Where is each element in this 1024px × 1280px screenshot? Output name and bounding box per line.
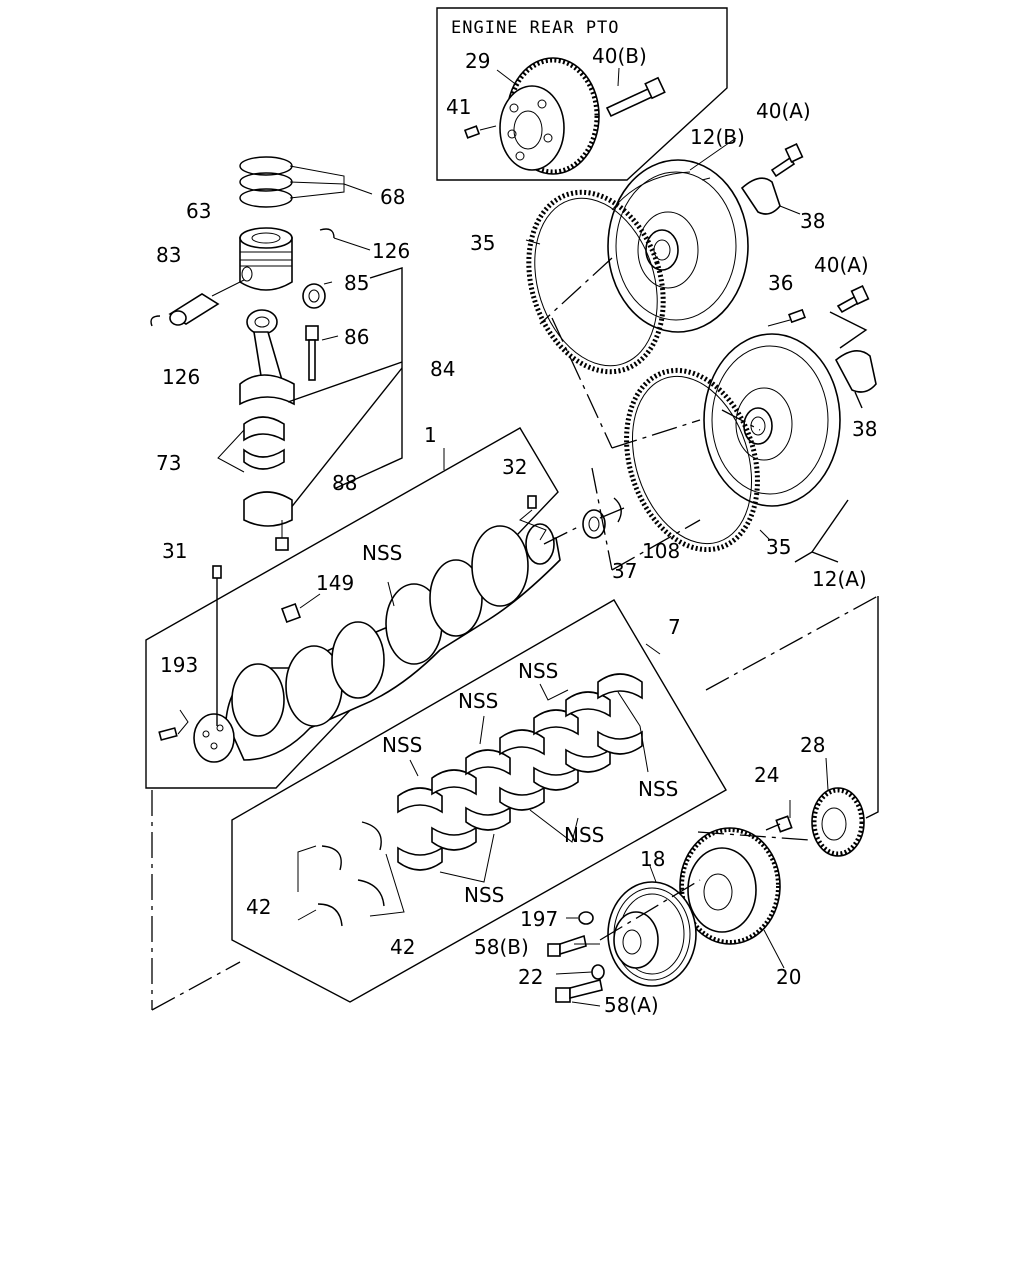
label-37: 37 — [612, 559, 637, 583]
crankshaft — [193, 523, 561, 763]
main-bearing-box — [231, 599, 727, 1003]
label-38-bottom: 38 — [852, 417, 877, 441]
label-20: 20 — [776, 965, 801, 989]
label-88: 88 — [332, 471, 357, 495]
bolt-58a — [555, 979, 603, 1003]
label-32: 32 — [502, 455, 527, 479]
flywheel-bolt-bottom — [836, 285, 870, 314]
pto-bolt — [605, 76, 666, 118]
label-12a: 12(A) — [812, 567, 867, 591]
label-73: 73 — [156, 451, 181, 475]
piston-rings — [239, 156, 293, 208]
damper-20 — [679, 827, 781, 945]
label-149: 149 — [316, 571, 354, 595]
gear-28 — [811, 787, 865, 857]
box-title: ENGINE REAR PTO — [451, 18, 620, 38]
ring-gear-bottom — [624, 367, 760, 553]
piston-pin — [168, 293, 220, 326]
label-63: 63 — [186, 199, 211, 223]
label-nss-d: NSS — [638, 777, 678, 801]
label-42-right: 42 — [390, 935, 415, 959]
washer-197 — [578, 911, 594, 925]
label-nss-f: NSS — [464, 883, 504, 907]
label-24: 24 — [754, 763, 779, 787]
pto-gear — [499, 57, 600, 175]
label-108: 108 — [642, 539, 680, 563]
label-22: 22 — [518, 965, 543, 989]
label-85: 85 — [344, 271, 369, 295]
label-nss-crank: NSS — [362, 541, 402, 565]
washer-22 — [591, 964, 605, 980]
label-36: 36 — [768, 271, 793, 295]
label-40a-bottom: 40(A) — [814, 253, 869, 277]
label-86: 86 — [344, 325, 369, 349]
main-bearings-lower — [397, 730, 643, 871]
label-nss-c: NSS — [382, 733, 422, 757]
label-197: 197 — [520, 907, 558, 931]
rod-bearings — [243, 416, 285, 470]
thrust-washer-4 — [357, 879, 385, 907]
flywheel-b — [607, 159, 749, 333]
flywheel-a — [703, 333, 841, 507]
label-41: 41 — [446, 95, 471, 119]
label-126-top: 126 — [372, 239, 410, 263]
label-38-top: 38 — [800, 209, 825, 233]
label-193: 193 — [160, 653, 198, 677]
label-29: 29 — [465, 49, 490, 73]
label-58b: 58(B) — [474, 935, 529, 959]
label-84: 84 — [430, 357, 455, 381]
label-18: 18 — [640, 847, 665, 871]
thrust-washer-2 — [317, 903, 343, 927]
rod-bolt — [305, 325, 319, 381]
label-35-top: 35 — [470, 231, 495, 255]
label-nss-b: NSS — [458, 689, 498, 713]
pto-pin — [463, 125, 481, 139]
rod-bushing — [302, 283, 326, 309]
thrust-washer-1 — [321, 845, 342, 871]
label-7: 7 — [668, 615, 681, 639]
label-126-bottom: 126 — [162, 365, 200, 389]
dowel-32 — [527, 495, 537, 509]
label-nss-e: NSS — [564, 823, 604, 847]
rod-cap — [243, 491, 293, 527]
connecting-rod — [239, 309, 295, 406]
label-42-left: 42 — [246, 895, 271, 919]
pulley-18 — [607, 881, 697, 987]
dowel-31 — [212, 565, 222, 579]
label-58a: 58(A) — [604, 993, 659, 1017]
label-28: 28 — [800, 733, 825, 757]
plate-top — [740, 177, 781, 215]
label-40a-top: 40(A) — [756, 99, 811, 123]
pin-193 — [158, 727, 178, 741]
label-40b: 40(B) — [592, 44, 647, 68]
ring-gear-top — [526, 189, 666, 375]
gear-key-149 — [281, 603, 301, 623]
engine-rear-pto-box: ENGINE REAR PTO — [436, 7, 728, 181]
rod-nut — [275, 537, 289, 551]
bolt-24 — [765, 815, 793, 833]
label-nss-a: NSS — [518, 659, 558, 683]
label-1: 1 — [424, 423, 437, 447]
flywheel-bolt-top — [770, 143, 804, 178]
label-35-bottom: 35 — [766, 535, 791, 559]
snap-ring-bottom — [150, 315, 161, 327]
label-83: 83 — [156, 243, 181, 267]
label-12b: 12(B) — [690, 125, 745, 149]
plate-bottom — [834, 350, 877, 393]
piston — [239, 227, 293, 291]
snap-ring-top — [319, 228, 335, 239]
label-68: 68 — [380, 185, 405, 209]
main-bearings-upper — [397, 673, 643, 814]
thrust-washer-3 — [361, 821, 382, 851]
bolt-58b — [547, 934, 587, 957]
label-31: 31 — [162, 539, 187, 563]
dowel-36 — [788, 308, 806, 324]
seal-37 — [582, 509, 606, 539]
